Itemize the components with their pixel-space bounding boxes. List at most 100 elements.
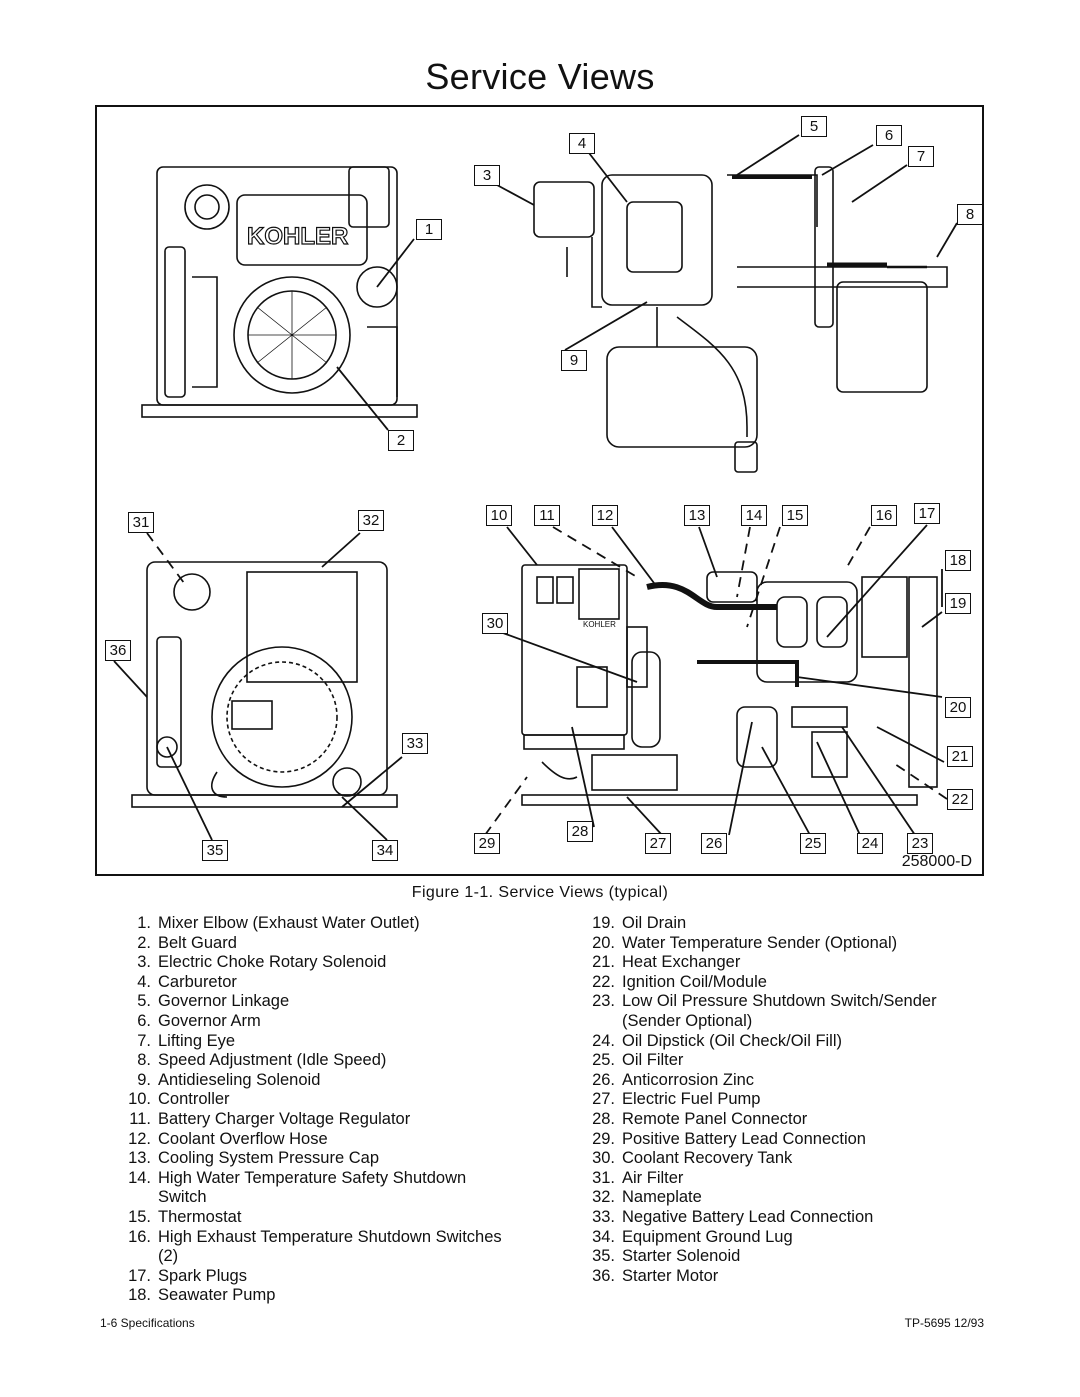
legend-item-number: 9. <box>137 1070 151 1089</box>
legend-item: 21. Heat Exchanger <box>582 953 982 973</box>
legend-item-number: 29. <box>592 1129 615 1148</box>
legend-item: 6.Governor Arm <box>118 1012 518 1032</box>
legend-item-text: Cooling System Pressure Cap <box>158 1149 380 1168</box>
legend-item-text: Electric Choke Rotary Solenoid <box>158 953 387 972</box>
legend-item-text: Carburetor <box>158 972 237 991</box>
controller-engine-view: KOHLER <box>521 564 938 806</box>
engine-side-view <box>533 166 948 473</box>
engine-front-view: KOHLER <box>141 166 418 418</box>
legend-item: 30.Coolant Recovery Tank <box>582 1149 982 1169</box>
kohler-logo: KOHLER <box>247 223 348 250</box>
legend-item-number: 2. <box>137 933 151 952</box>
callout-23: 23 <box>907 833 933 854</box>
engine-rear-view <box>131 561 398 808</box>
legend-item: 26.Anticorrosion Zinc <box>582 1071 982 1091</box>
callout-25: 25 <box>800 833 826 854</box>
legend-item: 32.Nameplate <box>582 1188 982 1208</box>
callout-36: 36 <box>105 640 131 661</box>
legend-item-number: 34. <box>592 1227 615 1246</box>
controller-logo-text: KOHLER <box>583 620 616 629</box>
legend-item: 10. Controller <box>118 1090 518 1110</box>
legend-item-text: Electric Fuel Pump <box>622 1090 761 1109</box>
callout-34: 34 <box>372 840 398 861</box>
callout-24: 24 <box>857 833 883 854</box>
callout-10: 10 <box>486 505 512 526</box>
legend-item: 12. Coolant Overflow Hose <box>118 1130 518 1150</box>
legend-item: 13.Cooling System Pressure Cap <box>118 1149 518 1169</box>
legend-item-number: 18. <box>128 1286 151 1305</box>
callout-7: 7 <box>908 146 934 167</box>
legend-item-number: 10. <box>128 1090 151 1109</box>
legend-item-number: 19. <box>592 914 615 932</box>
legend-item-number: 15. <box>128 1207 151 1226</box>
legend-item-text: Remote Panel Connector <box>622 1109 808 1128</box>
legend-item: 16.High Exhaust Temperature Shutdown Swi… <box>118 1228 518 1267</box>
callout-13: 13 <box>684 505 710 526</box>
legend-item-number: 27. <box>592 1090 615 1109</box>
callout-31: 31 <box>128 512 154 533</box>
legend-item-number: 24. <box>592 1031 615 1050</box>
legend-item: 11.Battery Charger Voltage Regulator <box>118 1110 518 1130</box>
legend-item: 31.Air Filter <box>582 1169 982 1189</box>
leader-lines <box>113 134 958 841</box>
callout-32: 32 <box>358 510 384 531</box>
legend-item-text: Nameplate <box>622 1188 702 1207</box>
legend-item-text: Negative Battery Lead Connection <box>622 1207 874 1226</box>
legend-item: 17.Spark Plugs <box>118 1267 518 1287</box>
legend-item-number: 35. <box>592 1247 615 1266</box>
legend-item: 7.Lifting Eye <box>118 1032 518 1052</box>
legend-item-number: 1. <box>137 914 151 932</box>
legend-item-text: High Exhaust Temperature Shutdown Switch… <box>158 1227 502 1266</box>
legend-item-number: 23. <box>592 992 615 1011</box>
legend-item-number: 12. <box>128 1129 151 1148</box>
legend-item: 15.Thermostat <box>118 1208 518 1228</box>
callout-2: 2 <box>388 430 414 451</box>
legend-item: 1.Mixer Elbow (Exhaust Water Outlet) <box>118 914 518 934</box>
legend-item-number: 21. <box>592 953 615 972</box>
legend-item-number: 22. <box>592 972 615 991</box>
legend-item: 5.Governor Linkage <box>118 992 518 1012</box>
legend-item-text: Positive Battery Lead Connection <box>622 1129 866 1148</box>
callout-9: 9 <box>561 350 587 371</box>
footer-doc-number: TP-5695 12/93 <box>904 1316 984 1330</box>
callout-22: 22 <box>947 789 973 810</box>
legend-item: 29. Positive Battery Lead Connection <box>582 1130 982 1150</box>
legend-item-text: Oil Filter <box>622 1051 684 1070</box>
legend-item-text: High Water Temperature Safety Shutdown S… <box>158 1168 467 1207</box>
callout-12: 12 <box>592 505 618 526</box>
legend-item: 34.Equipment Ground Lug <box>582 1228 982 1248</box>
legend-item-text: Starter Motor <box>622 1266 719 1285</box>
legend-item: 9. Antidieseling Solenoid <box>118 1071 518 1091</box>
legend-item-number: 5. <box>137 992 151 1011</box>
legend-item-text: Low Oil Pressure Shutdown Switch/Sender … <box>622 992 937 1030</box>
legend-item-text: Spark Plugs <box>158 1266 247 1285</box>
legend-item-number: 36. <box>592 1266 615 1285</box>
legend-item-text: Starter Solenoid <box>622 1247 741 1266</box>
callout-20: 20 <box>945 697 971 718</box>
legend-item-text: Seawater Pump <box>158 1286 276 1305</box>
legend-item: 14. High Water Temperature Safety Shutdow… <box>118 1169 518 1208</box>
legend-item-number: 20. <box>592 933 615 952</box>
callout-26: 26 <box>701 833 727 854</box>
legend-item: 22.Ignition Coil/Module <box>582 973 982 993</box>
legend-item: 33.Negative Battery Lead Connection <box>582 1208 982 1228</box>
legend-item-text: Antidieseling Solenoid <box>158 1070 321 1089</box>
legend-item-number: 14. <box>128 1168 151 1187</box>
legend-item-text: Controller <box>158 1090 230 1109</box>
callout-33: 33 <box>402 733 428 754</box>
legend-item-text: Lifting Eye <box>158 1031 236 1050</box>
legend-item-text: Coolant Overflow Hose <box>158 1129 328 1148</box>
legend-item-text: Heat Exchanger <box>622 953 741 972</box>
callout-28: 28 <box>567 821 593 842</box>
callout-35: 35 <box>202 840 228 861</box>
legend-list-left: 1.Mixer Elbow (Exhaust Water Outlet)2.Be… <box>118 914 518 1306</box>
legend-item-text: Battery Charger Voltage Regulator <box>158 1109 411 1128</box>
callout-5: 5 <box>801 116 827 137</box>
callout-8: 8 <box>957 204 983 225</box>
callout-19: 19 <box>945 593 971 614</box>
callout-6: 6 <box>876 125 902 146</box>
legend-item: 19.Oil Drain <box>582 914 982 934</box>
legend-item: 8.Speed Adjustment (Idle Speed) <box>118 1051 518 1071</box>
callout-14: 14 <box>741 505 767 526</box>
